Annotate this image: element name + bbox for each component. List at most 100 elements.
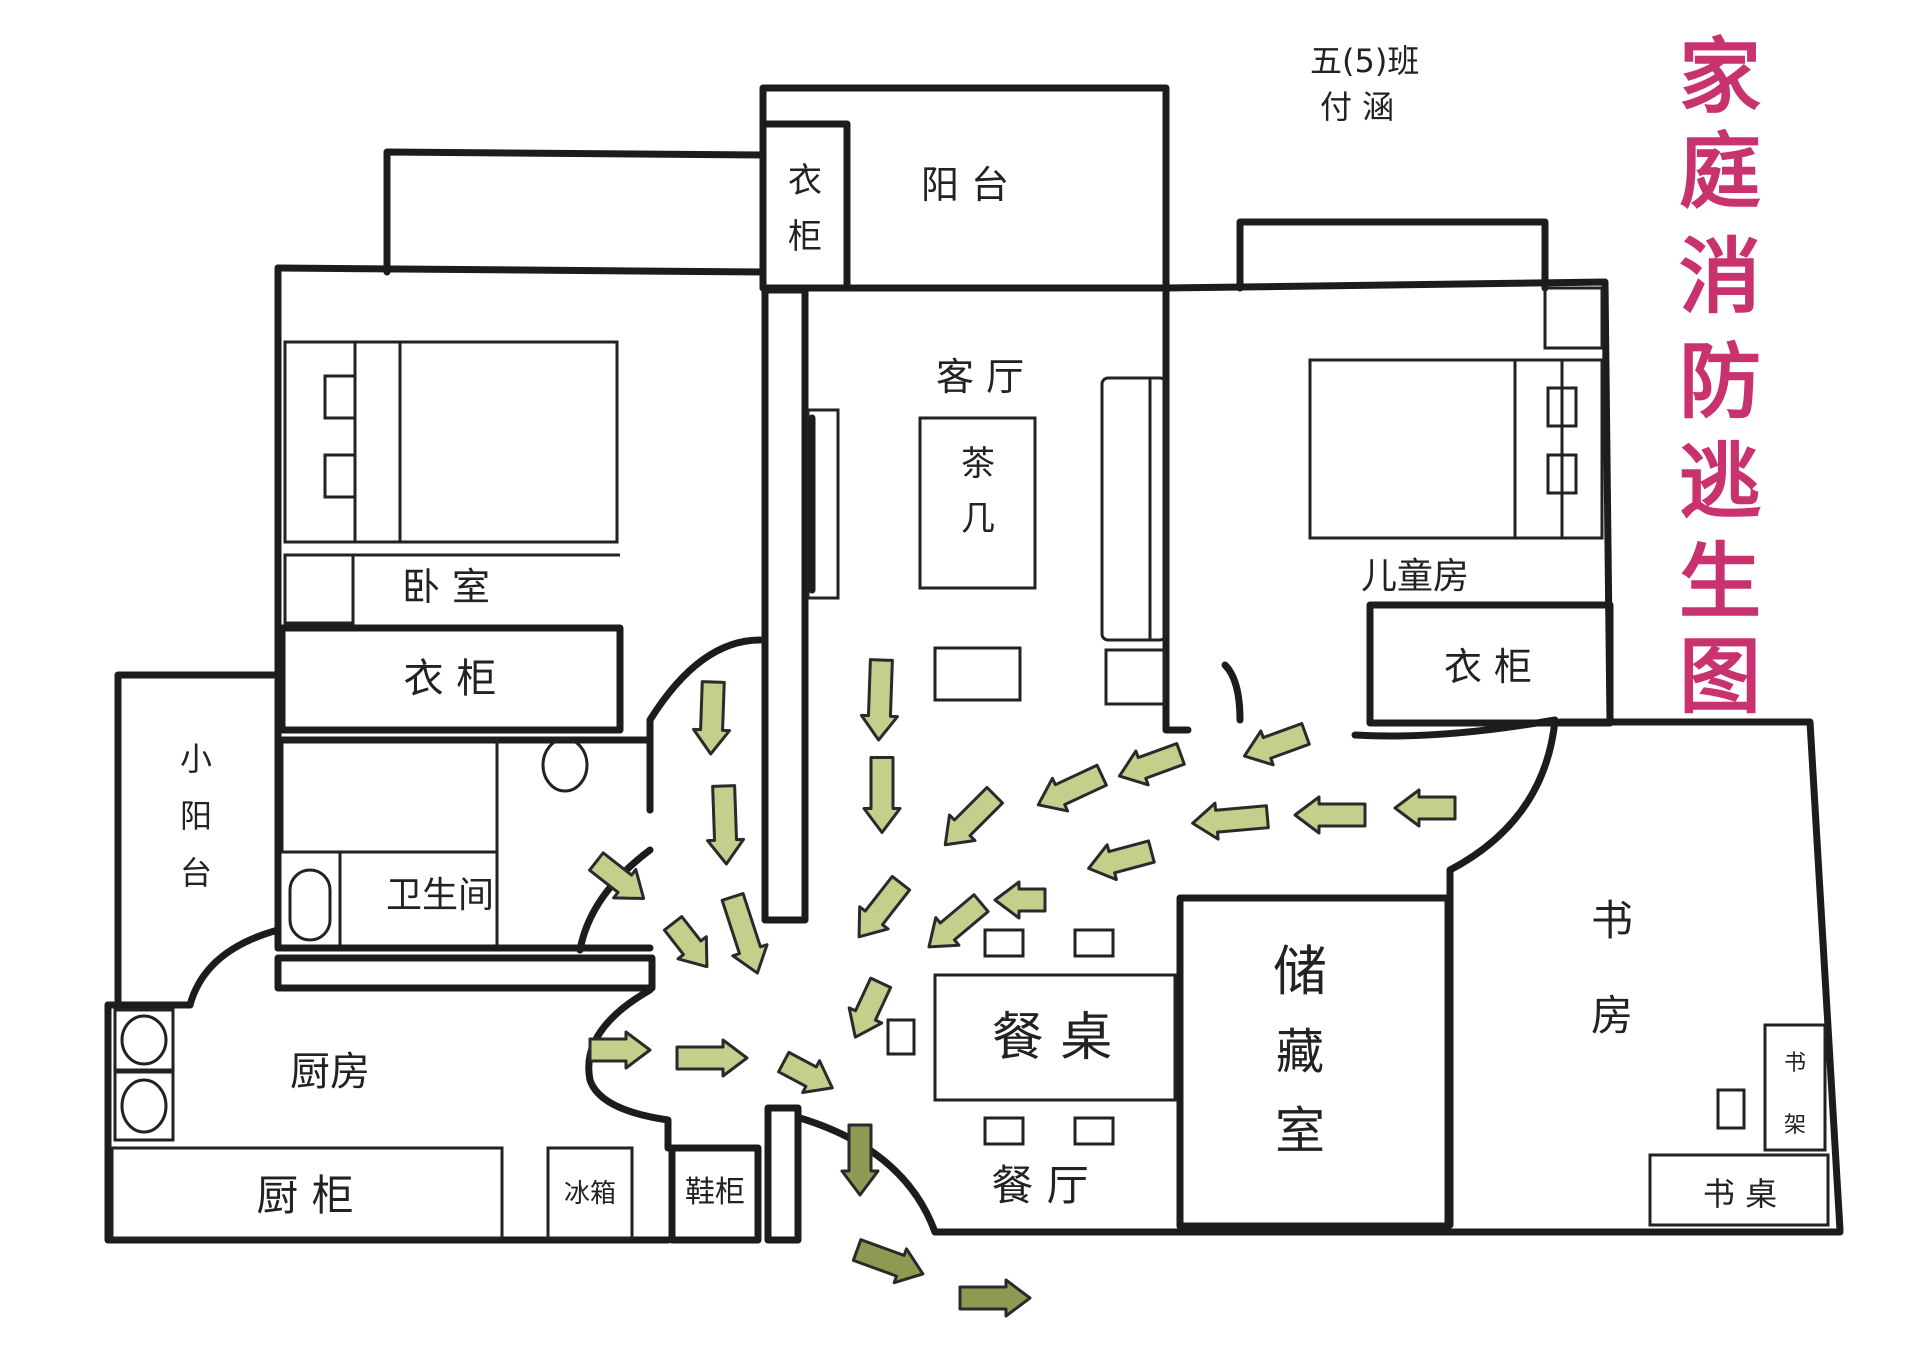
kids-wardrobe-outline <box>1366 601 1614 727</box>
label-dining-room: 餐 厅 <box>991 1161 1088 1210</box>
small-balcony-outline <box>114 671 282 1009</box>
label-study: 书 <box>1591 896 1633 945</box>
bookshelf <box>1763 1023 1827 1152</box>
escape-arrow <box>1242 722 1311 767</box>
storage-outline <box>1176 894 1452 1230</box>
hall-curve-right <box>1351 716 1559 874</box>
label-dining-table: 餐 桌 <box>992 1008 1113 1068</box>
title-char: 图 <box>1679 630 1761 725</box>
label-living-room: 客 厅 <box>936 355 1024 399</box>
room-labels: 阳 台 衣 柜 客 厅 茶 几 卧 室 衣 柜 儿童房 衣 柜 小 阳 台 卫生… <box>180 161 1806 1220</box>
label-bookshelf: 架 <box>1784 1113 1806 1138</box>
master-wardrobe-outline <box>278 624 624 734</box>
escape-arrow <box>857 874 912 939</box>
label-shoe-cabinet: 鞋柜 <box>685 1175 745 1210</box>
armchair <box>933 646 1022 702</box>
escape-arrow <box>692 680 732 756</box>
burner <box>120 1014 168 1066</box>
label-tea-table: 几 <box>961 499 995 539</box>
stove-2 <box>113 1070 175 1142</box>
study-chair <box>1716 1088 1746 1130</box>
title-char: 逃 <box>1679 435 1761 530</box>
escape-arrow <box>706 784 746 866</box>
title-char: 消 <box>1679 230 1761 325</box>
escape-arrow <box>675 1038 749 1078</box>
title-char: 生 <box>1679 535 1761 630</box>
kids-nightstand <box>1546 453 1578 495</box>
label-kitchen-cabinet: 厨 柜 <box>256 1171 353 1220</box>
label-balcony: 阳 台 <box>921 163 1009 207</box>
burner <box>120 1078 168 1134</box>
toilet <box>541 737 589 793</box>
escape-arrow <box>1087 839 1156 882</box>
sink <box>288 868 332 942</box>
label-kids-wardrobe: 衣 柜 <box>1444 645 1532 689</box>
kids-bay-outline <box>1236 218 1549 292</box>
fridge <box>546 1146 634 1240</box>
dining-table <box>933 973 1177 1102</box>
dining-chair <box>983 928 1025 958</box>
label-storage: 室 <box>1275 1102 1325 1160</box>
escape-arrow <box>1036 763 1108 813</box>
label-tea-table: 茶 <box>961 444 995 484</box>
dining-chair <box>886 1018 916 1056</box>
label-bookshelf: 书 <box>1784 1051 1806 1076</box>
study-desk <box>1648 1153 1830 1227</box>
kids-walls <box>1162 278 1614 726</box>
title-vertical: 家 庭 消 防 逃 生 图 <box>1679 30 1761 725</box>
escape-arrow <box>851 1238 925 1285</box>
label-small-balcony: 台 <box>180 854 212 892</box>
escape-arrow <box>993 880 1047 920</box>
label-balcony-wardrobe: 柜 <box>788 217 822 257</box>
study-outer-wall <box>1556 718 1844 1234</box>
label-kitchen: 厨房 <box>290 1049 370 1095</box>
entry-door-frame <box>764 1104 802 1244</box>
shoe-cabinet <box>668 1144 762 1244</box>
escape-arrow <box>840 1123 880 1197</box>
stove-1 <box>113 1008 175 1072</box>
entry-door-arc <box>796 1114 939 1236</box>
author-name: 付 涵 <box>1320 88 1394 126</box>
living-left-pillar <box>761 286 809 924</box>
tv-cabinet <box>806 408 840 600</box>
balcony-wardrobe-outline <box>759 120 851 292</box>
master-bay-outline <box>383 148 767 276</box>
title-char: 防 <box>1679 335 1761 430</box>
escape-arrow <box>943 785 1005 847</box>
label-desk: 书 桌 <box>1703 1175 1777 1213</box>
label-study: 房 <box>1591 991 1633 1040</box>
escape-arrow <box>588 851 646 900</box>
nightstand <box>323 453 357 499</box>
hall-curve-bottom <box>585 986 672 1152</box>
nightstand <box>323 374 357 420</box>
tea-table <box>918 416 1037 590</box>
label-bathroom: 卫生间 <box>386 875 494 916</box>
escape-arrow <box>927 893 990 949</box>
kids-nightstand-top <box>1543 286 1604 350</box>
kitchen-outer-wall <box>104 1001 672 1244</box>
kids-bed <box>1308 358 1604 540</box>
kitchen-counter-wall <box>274 954 656 992</box>
label-small-balcony: 小 <box>180 740 212 778</box>
title-char: 庭 <box>1679 125 1761 220</box>
label-master-bedroom: 卧 室 <box>402 565 490 609</box>
sofa <box>1100 376 1168 642</box>
escape-arrow <box>1191 801 1270 841</box>
dining-chair <box>983 1116 1025 1146</box>
class-name: 五(5)班 <box>1310 42 1419 80</box>
label-storage: 储 <box>1273 940 1327 1003</box>
hall-curve-mid <box>576 846 654 954</box>
master-bed <box>283 340 619 544</box>
label-master-wardrobe: 衣 柜 <box>404 656 497 702</box>
escape-arrow <box>1117 742 1186 787</box>
escape-arrow <box>958 1278 1032 1318</box>
escape-arrow <box>720 892 769 975</box>
living-right-wall <box>1162 284 1192 734</box>
label-small-balcony: 阳 <box>180 797 212 835</box>
title-char: 家 <box>1679 30 1761 125</box>
escape-arrow <box>862 756 902 834</box>
label-balcony-wardrobe: 衣 <box>788 161 822 201</box>
label-fridge: 冰箱 <box>564 1179 616 1209</box>
label-storage: 藏 <box>1276 1024 1324 1080</box>
